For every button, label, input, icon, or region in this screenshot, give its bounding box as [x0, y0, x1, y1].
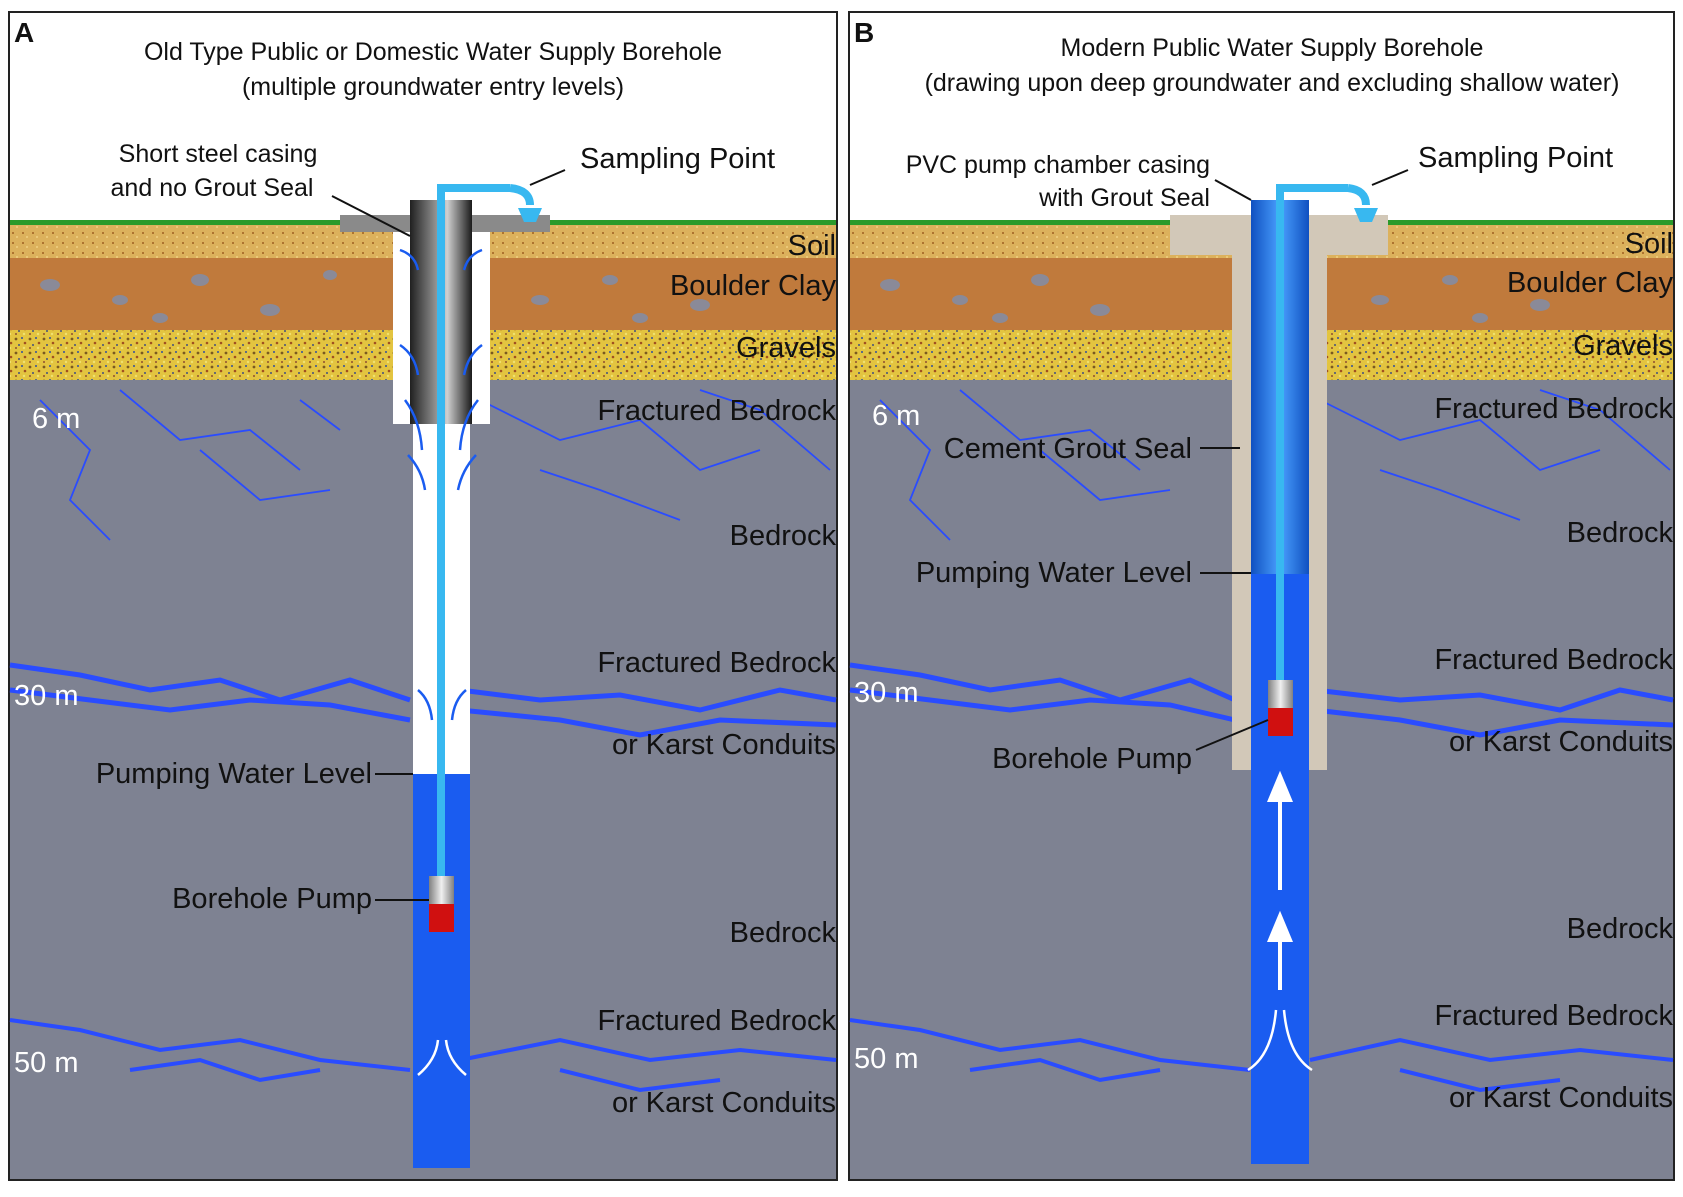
- boulders: [40, 270, 710, 323]
- fracture-zone-30m: [9, 662, 837, 738]
- panel-a: A Old Type Public or Domestic Water Supp…: [8, 11, 838, 1181]
- rising-main-pipe: [1276, 184, 1348, 690]
- boulders: [880, 274, 1550, 323]
- panel-letter: B: [854, 17, 874, 48]
- fracture-zone-30m: [849, 662, 1674, 738]
- bedrock-label: Bedrock: [1567, 913, 1674, 945]
- casing-label-2: with Grout Seal: [1038, 184, 1210, 212]
- casing-label-2: and no Grout Seal: [111, 174, 314, 202]
- bedrock-label: Bedrock: [730, 520, 837, 552]
- pump-body: [1268, 708, 1293, 736]
- panel-title: Old Type Public or Domestic Water Supply…: [144, 38, 722, 66]
- upflow-arrows: [1267, 770, 1293, 990]
- casing-label: Short steel casing: [119, 140, 318, 168]
- pump-motor-housing: [1268, 680, 1293, 708]
- sampling-point-label: Sampling Point: [580, 143, 775, 175]
- rising-main-pipe: [437, 184, 510, 893]
- casing-label: PVC pump chamber casing: [906, 151, 1210, 179]
- sampling-point-label: Sampling Point: [1418, 142, 1613, 174]
- bedrock-label: Bedrock: [730, 917, 837, 949]
- leader-lines: [1195, 169, 1409, 751]
- inflow-arrows: [399, 248, 483, 721]
- fractured-bedrock-label: Fractured Bedrock: [1434, 393, 1673, 425]
- water-drop: [1354, 208, 1378, 222]
- pump-body: [429, 904, 454, 932]
- gravels-label: Gravels: [736, 332, 836, 364]
- fracture-zone-50m: [849, 1018, 1674, 1093]
- panel-b: B Modern Public Water Supply Borehole (d…: [848, 11, 1675, 1181]
- soil-label: Soil: [788, 230, 836, 262]
- bedrock-label: Bedrock: [1567, 517, 1674, 549]
- water-drop: [518, 208, 542, 222]
- panel-title: Modern Public Water Supply Borehole: [1061, 34, 1484, 62]
- tap-spout: [1347, 184, 1370, 206]
- borehole-pump-label: Borehole Pump: [992, 743, 1192, 775]
- fractured-bedrock-label: Fractured Bedrock: [597, 395, 836, 427]
- cement-grout-seal-label: Cement Grout Seal: [944, 433, 1192, 465]
- pump-motor-housing: [429, 876, 454, 904]
- karst-conduits-label: or Karst Conduits: [612, 1087, 836, 1119]
- depth-label: 6 m: [872, 400, 920, 432]
- gravels-label: Gravels: [1573, 330, 1673, 362]
- soil-label: Soil: [1625, 228, 1673, 260]
- panel-subtitle: (drawing upon deep groundwater and exclu…: [925, 69, 1620, 97]
- deep-inflow-arrows: [417, 1039, 467, 1076]
- pumping-water-level-label: Pumping Water Level: [916, 557, 1192, 589]
- fractured-bedrock-label: Fractured Bedrock: [597, 647, 836, 679]
- leader-lines: [331, 169, 566, 901]
- borehole-pump-label: Borehole Pump: [172, 883, 372, 915]
- shallow-fractures: [879, 389, 1671, 541]
- fractured-bedrock-label: Fractured Bedrock: [597, 1005, 836, 1037]
- deep-inflow-arrows: [1247, 1009, 1313, 1072]
- tap-spout: [509, 184, 534, 206]
- boulder-clay-label: Boulder Clay: [1507, 267, 1674, 299]
- depth-label: 30 m: [14, 680, 78, 712]
- karst-conduits-label: or Karst Conduits: [612, 729, 836, 761]
- panel-subtitle: (multiple groundwater entry levels): [242, 73, 624, 101]
- pumping-water-level-label: Pumping Water Level: [96, 758, 372, 790]
- fractured-bedrock-label: Fractured Bedrock: [1434, 644, 1673, 676]
- depth-label: 6 m: [32, 403, 80, 435]
- karst-conduits-label: or Karst Conduits: [1449, 1082, 1673, 1114]
- panel-letter: A: [14, 17, 34, 48]
- boulder-clay-label: Boulder Clay: [670, 270, 837, 302]
- depth-label: 50 m: [14, 1047, 78, 1079]
- shallow-fractures: [39, 389, 831, 541]
- fracture-zone-50m: [9, 1018, 837, 1093]
- depth-label: 30 m: [854, 677, 918, 709]
- karst-conduits-label: or Karst Conduits: [1449, 726, 1673, 758]
- fractured-bedrock-label: Fractured Bedrock: [1434, 1000, 1673, 1032]
- depth-label: 50 m: [854, 1043, 918, 1075]
